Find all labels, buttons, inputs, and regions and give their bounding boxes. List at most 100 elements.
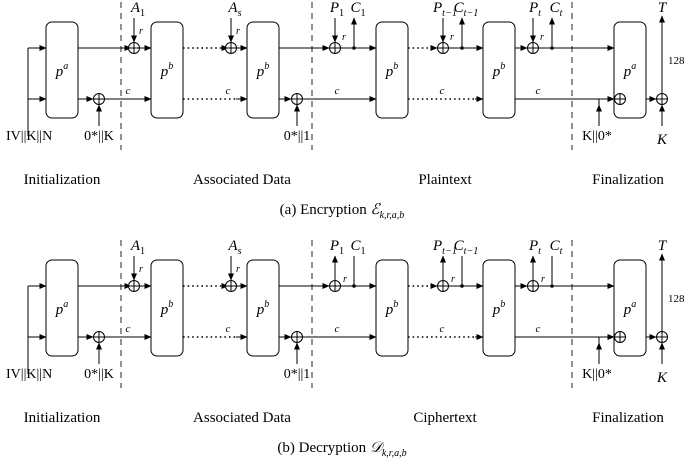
- encryption-msg-in-label-sub: t: [538, 8, 542, 19]
- encryption-caption: (a) Encryption ℰk,r,a,b: [280, 202, 405, 221]
- encryption-xor-tag-key: [656, 93, 668, 105]
- decryption-xor-init-key: [93, 331, 105, 343]
- encryption-tag-key-label: K: [656, 132, 668, 148]
- encryption-msg-out-label: Ct−1: [454, 0, 479, 19]
- decryption-phase-label: Ciphertext: [413, 410, 477, 426]
- encryption-perm-msg2: pb: [482, 21, 516, 119]
- encryption-xor-msg3: [527, 42, 539, 54]
- decryption-perm-msg1: pb: [375, 259, 409, 357]
- encryption-rate-label: r: [540, 32, 544, 43]
- encryption-rate-label: r: [450, 32, 454, 43]
- encryption-capacity-label: c: [126, 85, 131, 97]
- decryption-perm-init-label-sup: a: [63, 299, 68, 310]
- encryption-msg-out-label-base: C: [350, 0, 361, 16]
- decryption-msg-out-label: Ct: [550, 238, 564, 257]
- decryption-msg-in-label-base: P: [528, 238, 538, 254]
- decryption-xor-final-key: [614, 331, 626, 343]
- decryption-msg-in-label: Pt: [528, 238, 542, 257]
- decryption-tag-bits: 128: [668, 293, 685, 305]
- decryption-perm-ad2-label-sup: b: [264, 299, 269, 310]
- encryption-rate-label: r: [139, 26, 143, 37]
- encryption-perm-init-label-sup: a: [63, 61, 68, 72]
- decryption-perm-msg2-label: pb: [492, 299, 506, 318]
- encryption-capacity-label: c: [226, 85, 231, 97]
- decryption-xor-tag-key: [656, 331, 668, 343]
- decryption-ad-label-base: A: [130, 238, 141, 254]
- encryption-perm-final-label-sup: a: [631, 61, 636, 72]
- decryption-perm-ad1: pb: [150, 259, 184, 357]
- decryption-msg-out-label-base: C: [550, 238, 561, 254]
- decryption-tag-label: T: [658, 238, 668, 254]
- decryption-final-key-label: K||0*: [582, 367, 612, 382]
- encryption-msg-in-label: Pt: [528, 0, 542, 19]
- encryption-perm-msg1-label: pb: [385, 61, 399, 80]
- encryption-msg-out-label: C1: [350, 0, 365, 19]
- encryption-phase-label: Plaintext: [418, 172, 472, 188]
- encryption-capacity-label: c: [536, 85, 541, 97]
- encryption-perm-ad1-label-sup: b: [168, 61, 173, 72]
- encryption-perm-msg1: pb: [375, 21, 409, 119]
- decryption-phase-label: Initialization: [24, 410, 101, 426]
- encryption-ad-label: A1: [130, 0, 145, 19]
- decryption-perm-init-label: pa: [55, 299, 69, 318]
- decryption-perm-final-label: pa: [623, 299, 637, 318]
- encryption-perm-msg1-label-sup: b: [393, 61, 398, 72]
- decryption-perm-ad2-label-base: p: [256, 302, 265, 318]
- decryption-rate-label: r: [451, 274, 455, 285]
- encryption-capacity-label: c: [335, 85, 340, 97]
- encryption-phase-label: Finalization: [592, 172, 664, 188]
- encryption-xor-init-key: [93, 93, 105, 105]
- encryption-msg-out-label: Ct: [550, 0, 564, 19]
- encryption-msg-out-label-base: C: [550, 0, 561, 16]
- decryption-rate-label: r: [343, 274, 347, 285]
- decryption-msg-out-label: Ct−1: [454, 238, 479, 257]
- decryption-perm-init-label-base: p: [55, 302, 64, 318]
- decryption-xor-msg1: [329, 280, 341, 292]
- decryption-msg-in-label-sub: t−1: [442, 246, 457, 257]
- decryption-ad-label-sub: 1: [140, 246, 145, 257]
- encryption-caption-sub: k,r,a,b: [380, 210, 405, 221]
- encryption-perm-msg2-label-base: p: [492, 64, 501, 80]
- encryption-xor-final-key: [614, 93, 626, 105]
- decryption-xor-ad1: [128, 280, 140, 292]
- decryption-msg-out-label-base: C: [454, 238, 465, 254]
- encryption-msg-in-label-sub: t−1: [442, 8, 457, 19]
- encryption-msg-out-label-sub: 1: [360, 8, 365, 19]
- decryption-caption: (b) Decryption 𝒟k,r,a,b: [277, 440, 406, 459]
- encryption-ad-label-base: A: [130, 0, 141, 16]
- decryption-msg-in-label-base: P: [329, 238, 339, 254]
- decryption-capacity-label: c: [440, 323, 445, 335]
- decryption-capacity-label: c: [335, 323, 340, 335]
- decryption-capacity-label: c: [226, 323, 231, 335]
- encryption-tag-bits: 128: [668, 55, 685, 67]
- encryption-ad-end-label: 0*||1: [284, 129, 311, 144]
- encryption-perm-init-label-base: p: [55, 64, 64, 80]
- decryption-perm-ad1-box: [150, 259, 184, 357]
- decryption-rate-label: r: [236, 264, 240, 275]
- decryption-perm-ad1-label-sup: b: [168, 299, 173, 310]
- encryption-ad-label: As: [227, 0, 241, 19]
- decryption-ad-end-label: 0*||1: [284, 367, 311, 382]
- decryption-msg-out-label-sub: t: [560, 246, 564, 257]
- decryption-msg-in-label: P1: [329, 238, 344, 257]
- encryption-perm-ad2-label: pb: [256, 61, 270, 80]
- encryption-rate-label: r: [342, 32, 346, 43]
- encryption-final-key-label: K||0*: [582, 129, 612, 144]
- encryption-msg-in-label: Pt−1: [432, 0, 457, 19]
- decryption-perm-ad1-label: pb: [160, 299, 174, 318]
- decryption-ad-label-sub: s: [238, 246, 242, 257]
- encryption-caption-symbol: ℰ: [370, 202, 381, 218]
- encryption-msg-out-label-base: C: [454, 0, 465, 16]
- decryption-perm-init-box: [45, 259, 79, 357]
- encryption-perm-init-box: [45, 21, 79, 119]
- decryption-ad-label-base: A: [227, 238, 238, 254]
- decryption-msg-in-label-sub: 1: [339, 246, 344, 257]
- decryption-perm-init: pa: [45, 259, 79, 357]
- encryption-phase-label: Associated Data: [193, 172, 291, 188]
- decryption-perm-msg2-label-sup: b: [500, 299, 505, 310]
- encryption-capacity-label: c: [440, 85, 445, 97]
- decryption-perm-msg1-label-base: p: [385, 302, 394, 318]
